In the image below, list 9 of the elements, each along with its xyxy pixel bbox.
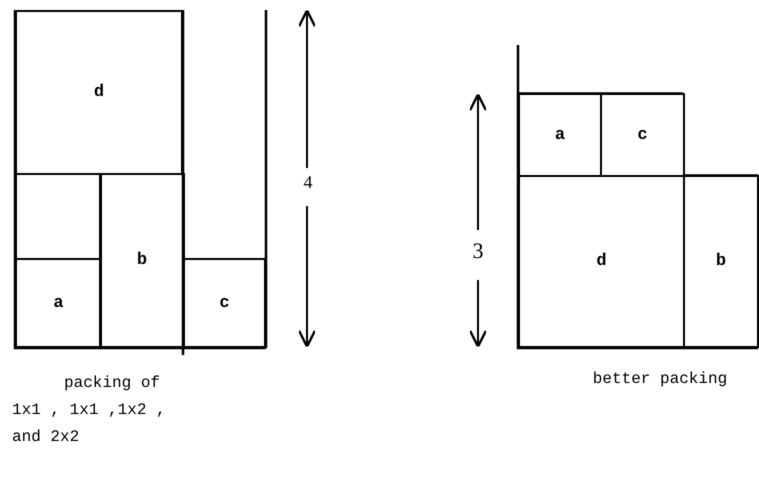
item-block: d xyxy=(518,175,685,348)
item-block: b xyxy=(683,175,759,348)
item-block: a xyxy=(15,258,102,348)
item-block: a xyxy=(518,93,602,177)
item-block: d xyxy=(15,10,183,175)
empty-space-block xyxy=(15,173,102,260)
item-block: c xyxy=(183,258,266,348)
item-block: b xyxy=(99,173,185,348)
item-block: c xyxy=(600,93,685,177)
